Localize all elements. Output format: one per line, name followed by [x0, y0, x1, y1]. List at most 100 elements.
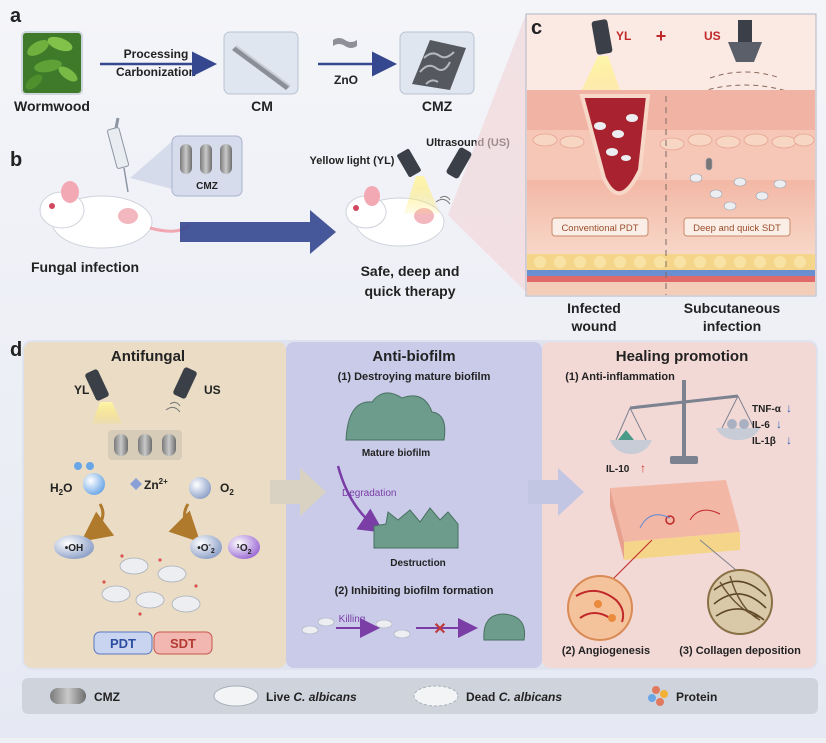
cm-label: CM: [251, 98, 273, 114]
conventional-pdt-box: [551, 217, 649, 237]
inhibit-x: ✕: [433, 621, 446, 638]
legend-live-label: Live C. albicans: [266, 690, 357, 704]
hl-sub1: (1) Anti-inflammation: [565, 371, 675, 383]
lamp-icon: [85, 369, 122, 424]
legend-dead-icon: [413, 685, 459, 707]
il1b-down-arrow: ↓: [786, 433, 792, 447]
legend-cmz-label: CMZ: [94, 690, 120, 704]
h2o-molecule: [83, 473, 105, 495]
small-biofilm: [483, 613, 526, 641]
leader-collagen: [699, 539, 737, 571]
superoxide-radical: [190, 535, 222, 559]
ab-sub2: (2) Inhibiting biofilm formation: [335, 585, 494, 597]
mature-biofilm-label: Mature biofilm: [362, 448, 430, 459]
h2o-ball-small: [86, 462, 94, 470]
singlet-oxygen: [228, 535, 260, 559]
tnf-down-arrow: ↓: [786, 401, 792, 415]
ab-sub1: (1) Destroying mature biofilm: [338, 371, 491, 383]
cmz-inset-label: CMZ: [196, 181, 218, 192]
ultrasound-probe-icon: [165, 367, 197, 413]
zno-label: ZnO: [334, 73, 358, 87]
therapy-arrow: [180, 210, 336, 254]
quick-therapy-label: quick therapy: [364, 283, 455, 299]
arrow-to-o2-radical: [168, 503, 201, 543]
panel-a: a Wormwood Processing Carbonization CM Z…: [10, 5, 475, 114]
oh-radical: [54, 535, 94, 559]
il6-label: IL-6: [752, 420, 770, 431]
zno-shape: [333, 38, 357, 48]
o2-molecule: [189, 477, 211, 499]
il6-down-arrow: ↓: [776, 417, 782, 431]
angiogenesis-circle: [567, 575, 633, 641]
legend-dead-label: Dead C. albicans: [466, 690, 562, 704]
antibiofilm-title: Anti-biofilm: [372, 348, 455, 365]
panel-letter-d: d: [10, 339, 22, 361]
oh-label: •OH: [65, 543, 84, 554]
panel-b: b CMZ Fungal infection: [10, 117, 510, 299]
dead-fungi-cluster: [101, 557, 201, 613]
wormwood-image: [21, 31, 83, 95]
cmz-capsules: [108, 430, 182, 460]
cm-image: [223, 31, 299, 95]
conventional-pdt-label: Conventional PDT: [561, 223, 638, 234]
pdt-label: PDT: [110, 636, 136, 651]
degradation-label: Degradation: [342, 488, 396, 499]
collagen-label: (3) Collagen deposition: [679, 645, 801, 657]
panel-d: d Antifungal YL US H2O Zn2+ O2: [10, 339, 818, 670]
zoom-wedge: [448, 14, 526, 292]
tnf-label: TNF-α: [752, 404, 782, 415]
legend-cmz-icon: [50, 688, 86, 704]
mouse-icon: [39, 181, 192, 249]
h2o-ball-small: [74, 462, 82, 470]
flow-arrow-2: [528, 468, 584, 516]
us-label: US: [704, 29, 721, 43]
zoom-beam: [130, 138, 176, 190]
deep-quick-sdt-box: [683, 217, 791, 237]
wound-label: wound: [570, 318, 616, 334]
mature-biofilm: [345, 392, 446, 441]
yl-label: YL: [616, 29, 631, 43]
af-yl-label: YL: [74, 383, 89, 397]
live-fungi-row: [301, 617, 411, 639]
antifungal-section: [24, 342, 286, 668]
h2o-label: H2O: [50, 481, 72, 497]
fungal-infection-label: Fungal infection: [31, 259, 139, 275]
il10-label: IL-10: [606, 464, 630, 475]
af-us-label: US: [204, 383, 221, 397]
cmz-label: CMZ: [422, 98, 453, 114]
superoxide-label: •O-2: [197, 542, 215, 555]
il1b-label: IL-1β: [752, 436, 776, 447]
singlet-label: ¹O2: [236, 543, 251, 556]
panel-letter-c: c: [531, 17, 542, 39]
processing-label: Processing: [124, 47, 189, 61]
sdt-label: SDT: [170, 636, 196, 651]
deep-fungi: [689, 157, 787, 211]
destroyed-biofilm: [373, 507, 459, 549]
subcutaneous-label: Subcutaneous: [684, 300, 781, 316]
pdt-badge: [93, 631, 153, 655]
sdt-badge: [153, 631, 213, 655]
o2-label: O2: [220, 481, 234, 497]
zn-label: Zn2+: [144, 477, 168, 492]
skin-block: [610, 480, 740, 560]
lamp-icon: [397, 148, 440, 214]
angiogenesis-label: (2) Angiogenesis: [562, 645, 650, 657]
wormwood-label: Wormwood: [14, 98, 90, 114]
carbonization-label: Carbonization: [116, 65, 196, 79]
legend: CMZ Live C. albicans Dead C. albicans Pr…: [22, 678, 818, 714]
collagen-circle: [707, 569, 773, 635]
antifungal-title: Antifungal: [111, 348, 185, 365]
cmz-image: [399, 31, 475, 95]
infection-label: infection: [703, 318, 761, 334]
protein-dots: [102, 554, 198, 616]
wound-fungi: [594, 114, 638, 161]
legend-protein-icon: [648, 686, 668, 706]
ultrasound-probe-icon: [435, 147, 472, 205]
healing-title: Healing promotion: [616, 348, 749, 365]
panel-letter-b: b: [10, 149, 22, 171]
yellow-light-label: Yellow light (YL): [310, 155, 395, 167]
arrow-to-oh: [81, 503, 115, 542]
zn-diamond: [130, 478, 142, 490]
